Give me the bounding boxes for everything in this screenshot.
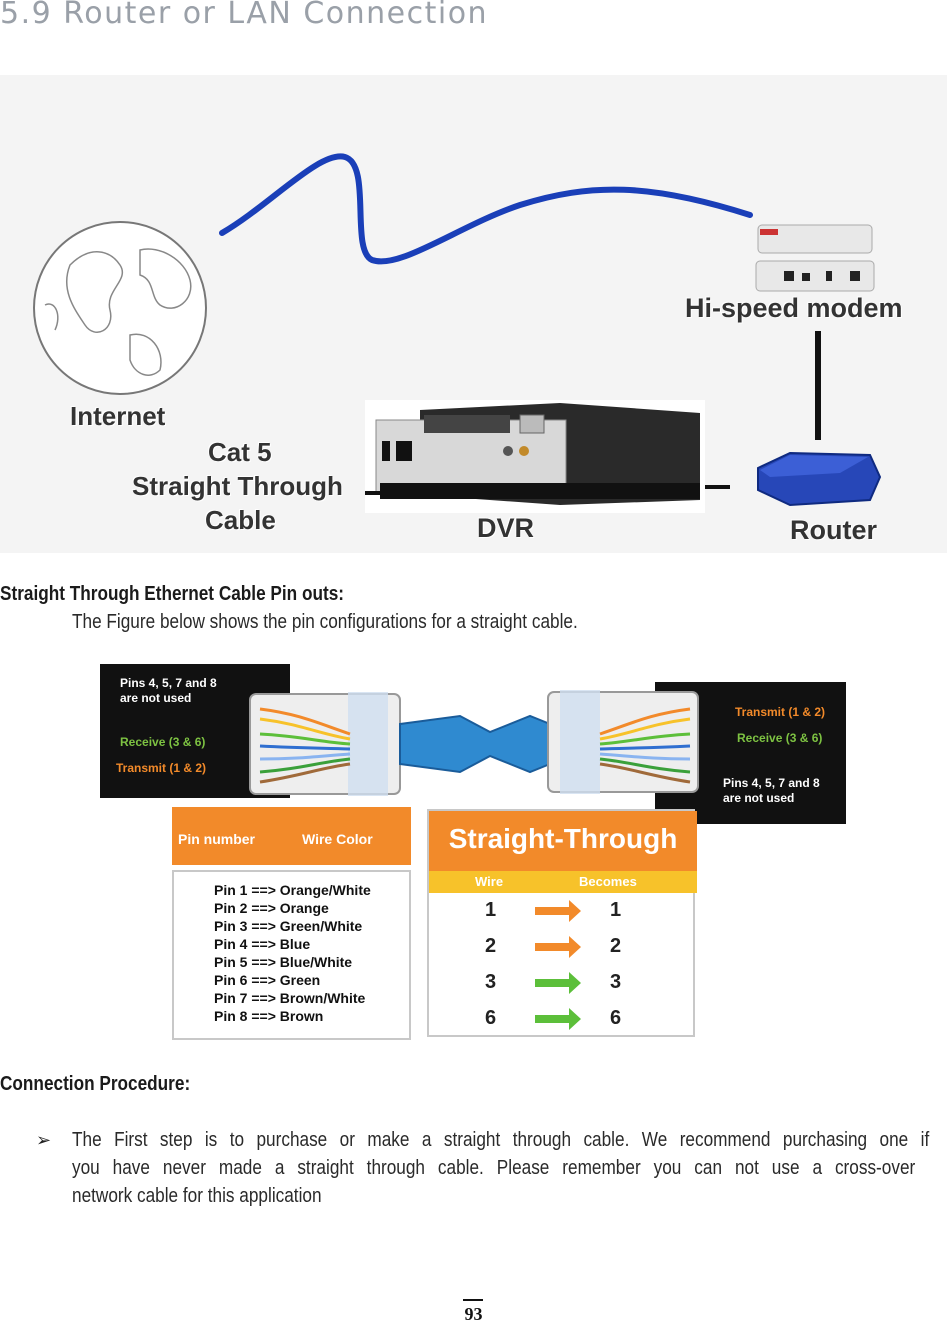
wire-number: 3 — [485, 971, 497, 993]
procedure-paragraph: The First step is to purchase or make a … — [72, 1129, 946, 1219]
right-arrow-icon — [535, 936, 581, 958]
right-arrow-icon — [535, 900, 581, 922]
paragraph-line: network cable for this application — [72, 1185, 322, 1207]
paragraph-line: The First step is to purchase or make a … — [72, 1129, 930, 1151]
router-label: Router — [790, 515, 877, 545]
list-item: Pin 2 ==> Orange — [214, 900, 329, 916]
network-diagram-graphic — [33, 153, 882, 513]
modem-label: Hi-speed modem — [685, 293, 903, 323]
wire-color-header: Wire Color — [302, 831, 373, 847]
network-diagram: Internet Cat 5 Straight Through Cable DV… — [0, 75, 947, 553]
wire-number: 1 — [485, 899, 497, 921]
rj45-cable-graphic — [249, 690, 699, 796]
dvr-label: DVR — [477, 513, 535, 543]
right-transmit-label: Transmit (1 & 2) — [735, 705, 826, 719]
pinout-diagram: Pins 4, 5, 7 and 8 are not used Receive … — [100, 664, 846, 1040]
list-item: Pin 4 ==> Blue — [214, 936, 311, 952]
section-title: 5.9 Router or LAN Connection — [0, 0, 489, 31]
bullet-arrow-icon: ➢ — [36, 1130, 52, 1150]
procedure-heading: Connection Procedure: — [0, 1073, 191, 1095]
wire-number: 2 — [485, 935, 497, 957]
list-item: Pin 3 ==> Green/White — [214, 918, 363, 934]
becomes-number: 2 — [610, 935, 622, 957]
paragraph-line: you have never made a straight through c… — [72, 1157, 916, 1179]
right-arrow-icon — [535, 972, 581, 994]
pin-table-header: Pin number Wire Color — [172, 807, 411, 865]
wire-number: 6 — [485, 1007, 497, 1029]
list-item: Pin 7 ==> Brown/White — [214, 990, 366, 1006]
list-item: Pin 6 ==> Green — [214, 972, 321, 988]
list-item: Pin 5 ==> Blue/White — [214, 954, 353, 970]
right-receive-label: Receive (3 & 6) — [737, 731, 823, 745]
left-rj45-connector-icon — [249, 692, 401, 796]
page-number: 93 — [464, 1304, 483, 1324]
page-number-rule — [463, 1299, 483, 1301]
list-item: Pin 1 ==> Orange/White — [214, 882, 371, 898]
left-receive-label: Receive (3 & 6) — [120, 735, 206, 749]
becomes-column-header: Becomes — [579, 874, 637, 889]
left-unused-line1: Pins 4, 5, 7 and 8 — [120, 676, 217, 690]
cable-label-line1: Cat 5 — [208, 437, 272, 467]
router-icon — [757, 451, 882, 507]
becomes-number: 6 — [610, 1007, 622, 1029]
internet-label: Internet — [70, 401, 166, 431]
dvr-icon — [365, 400, 705, 513]
blue-cable — [399, 714, 551, 774]
list-item: Pin 8 ==> Brown — [214, 1008, 324, 1024]
becomes-number: 1 — [610, 899, 622, 921]
straight-through-table: Straight-Through Wire Becomes 1 1 2 2 3 … — [427, 809, 697, 1037]
right-unused-line1: Pins 4, 5, 7 and 8 — [723, 776, 820, 790]
internet-link-line — [219, 153, 753, 265]
becomes-number: 3 — [610, 971, 622, 993]
straight-through-subheader: Wire Becomes — [429, 871, 697, 893]
left-transmit-label: Transmit (1 & 2) — [116, 761, 207, 775]
pinouts-description: The Figure below shows the pin configura… — [72, 611, 578, 633]
pinouts-heading: Straight Through Ethernet Cable Pin outs… — [0, 583, 344, 605]
modem-icon — [755, 224, 875, 292]
cable-label-line2: Straight Through — [132, 471, 343, 501]
cable-label-line3: Cable — [205, 505, 276, 535]
wire-arrows — [535, 900, 581, 1030]
globe-icon — [33, 221, 207, 395]
straight-through-title: Straight-Through — [429, 811, 697, 871]
left-unused-line2: are not used — [120, 691, 192, 705]
right-rj45-connector-icon — [547, 690, 699, 794]
right-unused-line2: are not used — [723, 791, 795, 805]
pin-color-list: Pin 1 ==> Orange/White Pin 2 ==> Orange … — [172, 870, 411, 1040]
right-arrow-icon — [535, 1008, 581, 1030]
wire-column-header: Wire — [475, 874, 504, 889]
pin-number-header: Pin number — [178, 831, 256, 847]
